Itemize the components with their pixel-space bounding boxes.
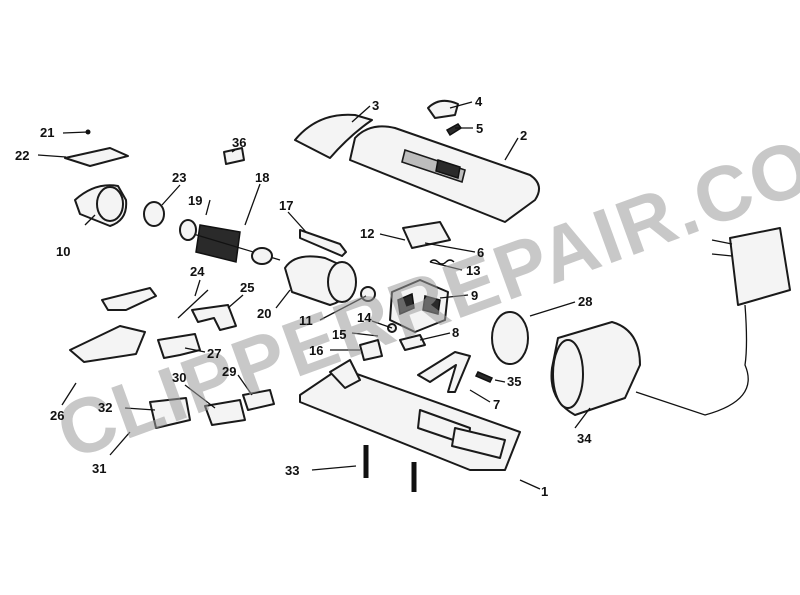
rod bbox=[299, 229, 347, 257]
bracket bbox=[402, 221, 451, 249]
small-spring bbox=[429, 259, 455, 265]
lever bbox=[417, 351, 471, 393]
callout-19: 19 bbox=[188, 193, 202, 208]
callout-2: 2 bbox=[520, 128, 527, 143]
part-callouts: 1 2 3 4 5 6 7 8 9 10 11 12 13 14 15 16 1… bbox=[15, 94, 592, 499]
callout-24: 24 bbox=[190, 264, 205, 279]
callout-9: 9 bbox=[471, 288, 478, 303]
ac-adapter bbox=[635, 227, 791, 416]
magnet-cylinder bbox=[284, 255, 357, 306]
plate-30 bbox=[204, 399, 246, 426]
callout-6: 6 bbox=[477, 245, 484, 260]
armature bbox=[179, 219, 281, 265]
switch-button bbox=[427, 99, 459, 119]
top-cover bbox=[294, 113, 373, 159]
pin-35 bbox=[474, 371, 494, 383]
lever-bracket bbox=[191, 304, 237, 331]
upper-housing bbox=[349, 125, 540, 223]
callout-35: 35 bbox=[507, 374, 521, 389]
callout-20: 20 bbox=[257, 306, 271, 321]
callout-18: 18 bbox=[255, 170, 269, 185]
callout-22: 22 bbox=[15, 148, 29, 163]
callout-10: 10 bbox=[56, 244, 70, 259]
blade-lever bbox=[157, 333, 201, 359]
callout-5: 5 bbox=[476, 121, 483, 136]
callout-7: 7 bbox=[493, 397, 500, 412]
plate-32 bbox=[149, 397, 191, 429]
callout-36: 36 bbox=[232, 135, 246, 150]
plate-36 bbox=[223, 147, 245, 165]
contact-clip bbox=[399, 334, 426, 351]
part-drawings bbox=[64, 99, 791, 492]
callout-12: 12 bbox=[360, 226, 374, 241]
callout-8: 8 bbox=[452, 325, 459, 340]
upper-blade bbox=[101, 287, 157, 311]
callout-27: 27 bbox=[207, 346, 221, 361]
pin bbox=[177, 289, 209, 319]
callout-13: 13 bbox=[466, 263, 480, 278]
callout-31: 31 bbox=[92, 461, 106, 476]
blade-bracket bbox=[64, 147, 129, 167]
motor-block bbox=[389, 279, 449, 333]
callout-33: 33 bbox=[285, 463, 299, 478]
spring-pin bbox=[445, 123, 463, 137]
callout-21: 21 bbox=[40, 125, 54, 140]
callout-14: 14 bbox=[357, 310, 372, 325]
callout-15: 15 bbox=[332, 327, 346, 342]
lower-housing bbox=[299, 359, 521, 471]
callout-11: 11 bbox=[299, 313, 313, 328]
callout-16: 16 bbox=[309, 343, 323, 358]
clip bbox=[359, 339, 383, 361]
plate-29 bbox=[242, 389, 275, 411]
callout-26: 26 bbox=[50, 408, 64, 423]
callout-28: 28 bbox=[578, 294, 592, 309]
callout-4: 4 bbox=[475, 94, 483, 109]
callout-1: 1 bbox=[541, 484, 548, 499]
ring bbox=[143, 201, 165, 227]
lower-blade bbox=[69, 325, 146, 363]
charger-stand bbox=[550, 321, 641, 416]
callout-25: 25 bbox=[240, 280, 254, 295]
callout-17: 17 bbox=[279, 198, 293, 213]
blade-housing bbox=[74, 184, 128, 227]
callout-34: 34 bbox=[577, 431, 592, 446]
callout-30: 30 bbox=[172, 370, 186, 385]
o-ring bbox=[491, 311, 529, 365]
leader-lines bbox=[37, 101, 591, 490]
callout-23: 23 bbox=[172, 170, 186, 185]
callout-29: 29 bbox=[222, 364, 236, 379]
callout-32: 32 bbox=[98, 400, 112, 415]
callout-3: 3 bbox=[372, 98, 379, 113]
